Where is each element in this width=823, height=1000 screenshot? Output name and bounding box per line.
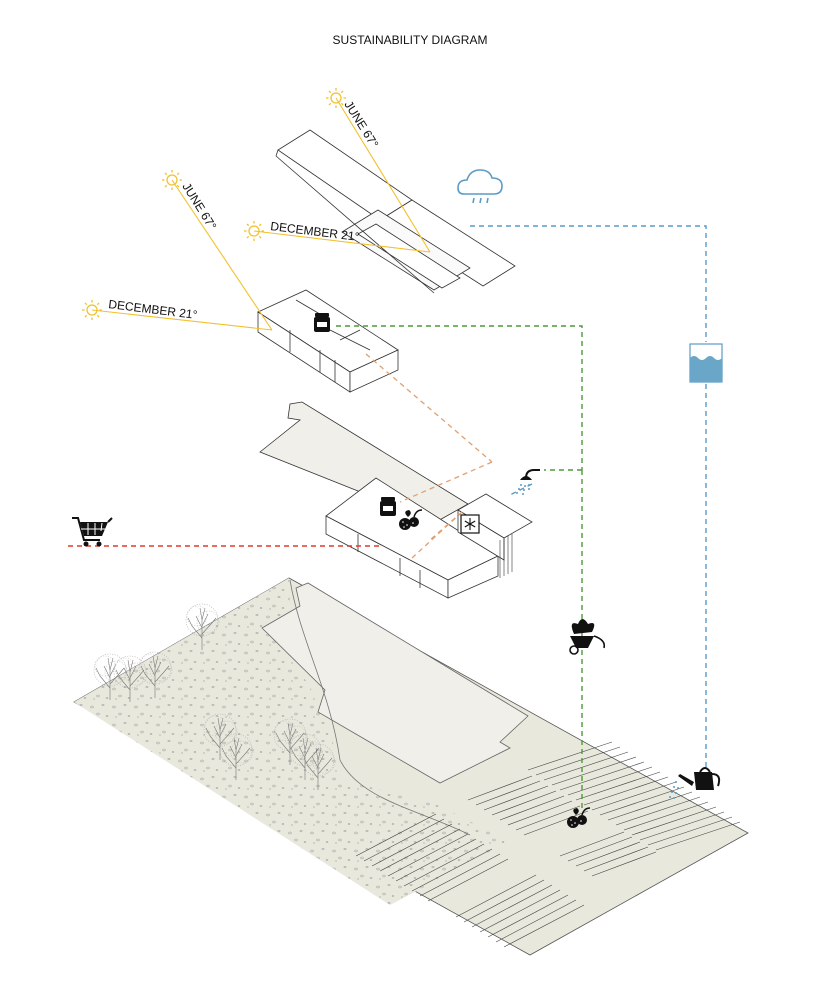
sun-rays	[91, 97, 431, 331]
rainwater-flow	[470, 225, 707, 770]
rain-cloud-icon	[457, 169, 503, 204]
upper-floor	[257, 289, 399, 393]
food-flow	[336, 325, 583, 810]
crop-fields	[355, 741, 741, 948]
woodland-area	[74, 578, 510, 905]
freezer-icon	[460, 514, 480, 534]
wheelbarrow-icon	[569, 619, 606, 655]
roof-december-label: DECEMBER 21°	[270, 219, 361, 244]
ground-plane	[73, 577, 749, 956]
diagram-title: SUSTAINABILITY DIAGRAM	[333, 33, 488, 47]
roof-level	[275, 129, 516, 294]
upper-june-label: JUNE 67°	[179, 180, 219, 232]
water-tank-icon	[689, 343, 723, 383]
storage-flow	[365, 353, 493, 559]
shower-icon	[516, 469, 540, 495]
lawn-area	[261, 582, 529, 784]
watering-can-icon	[669, 767, 721, 799]
jam-jar-icon	[380, 497, 396, 516]
jam-jar-icon	[314, 313, 330, 332]
roof-june-label: JUNE 67°	[341, 98, 381, 150]
ground-floor	[259, 401, 533, 599]
upper-december-label: DECEMBER 21°	[108, 297, 199, 322]
shopping-cart-icon	[72, 517, 113, 547]
